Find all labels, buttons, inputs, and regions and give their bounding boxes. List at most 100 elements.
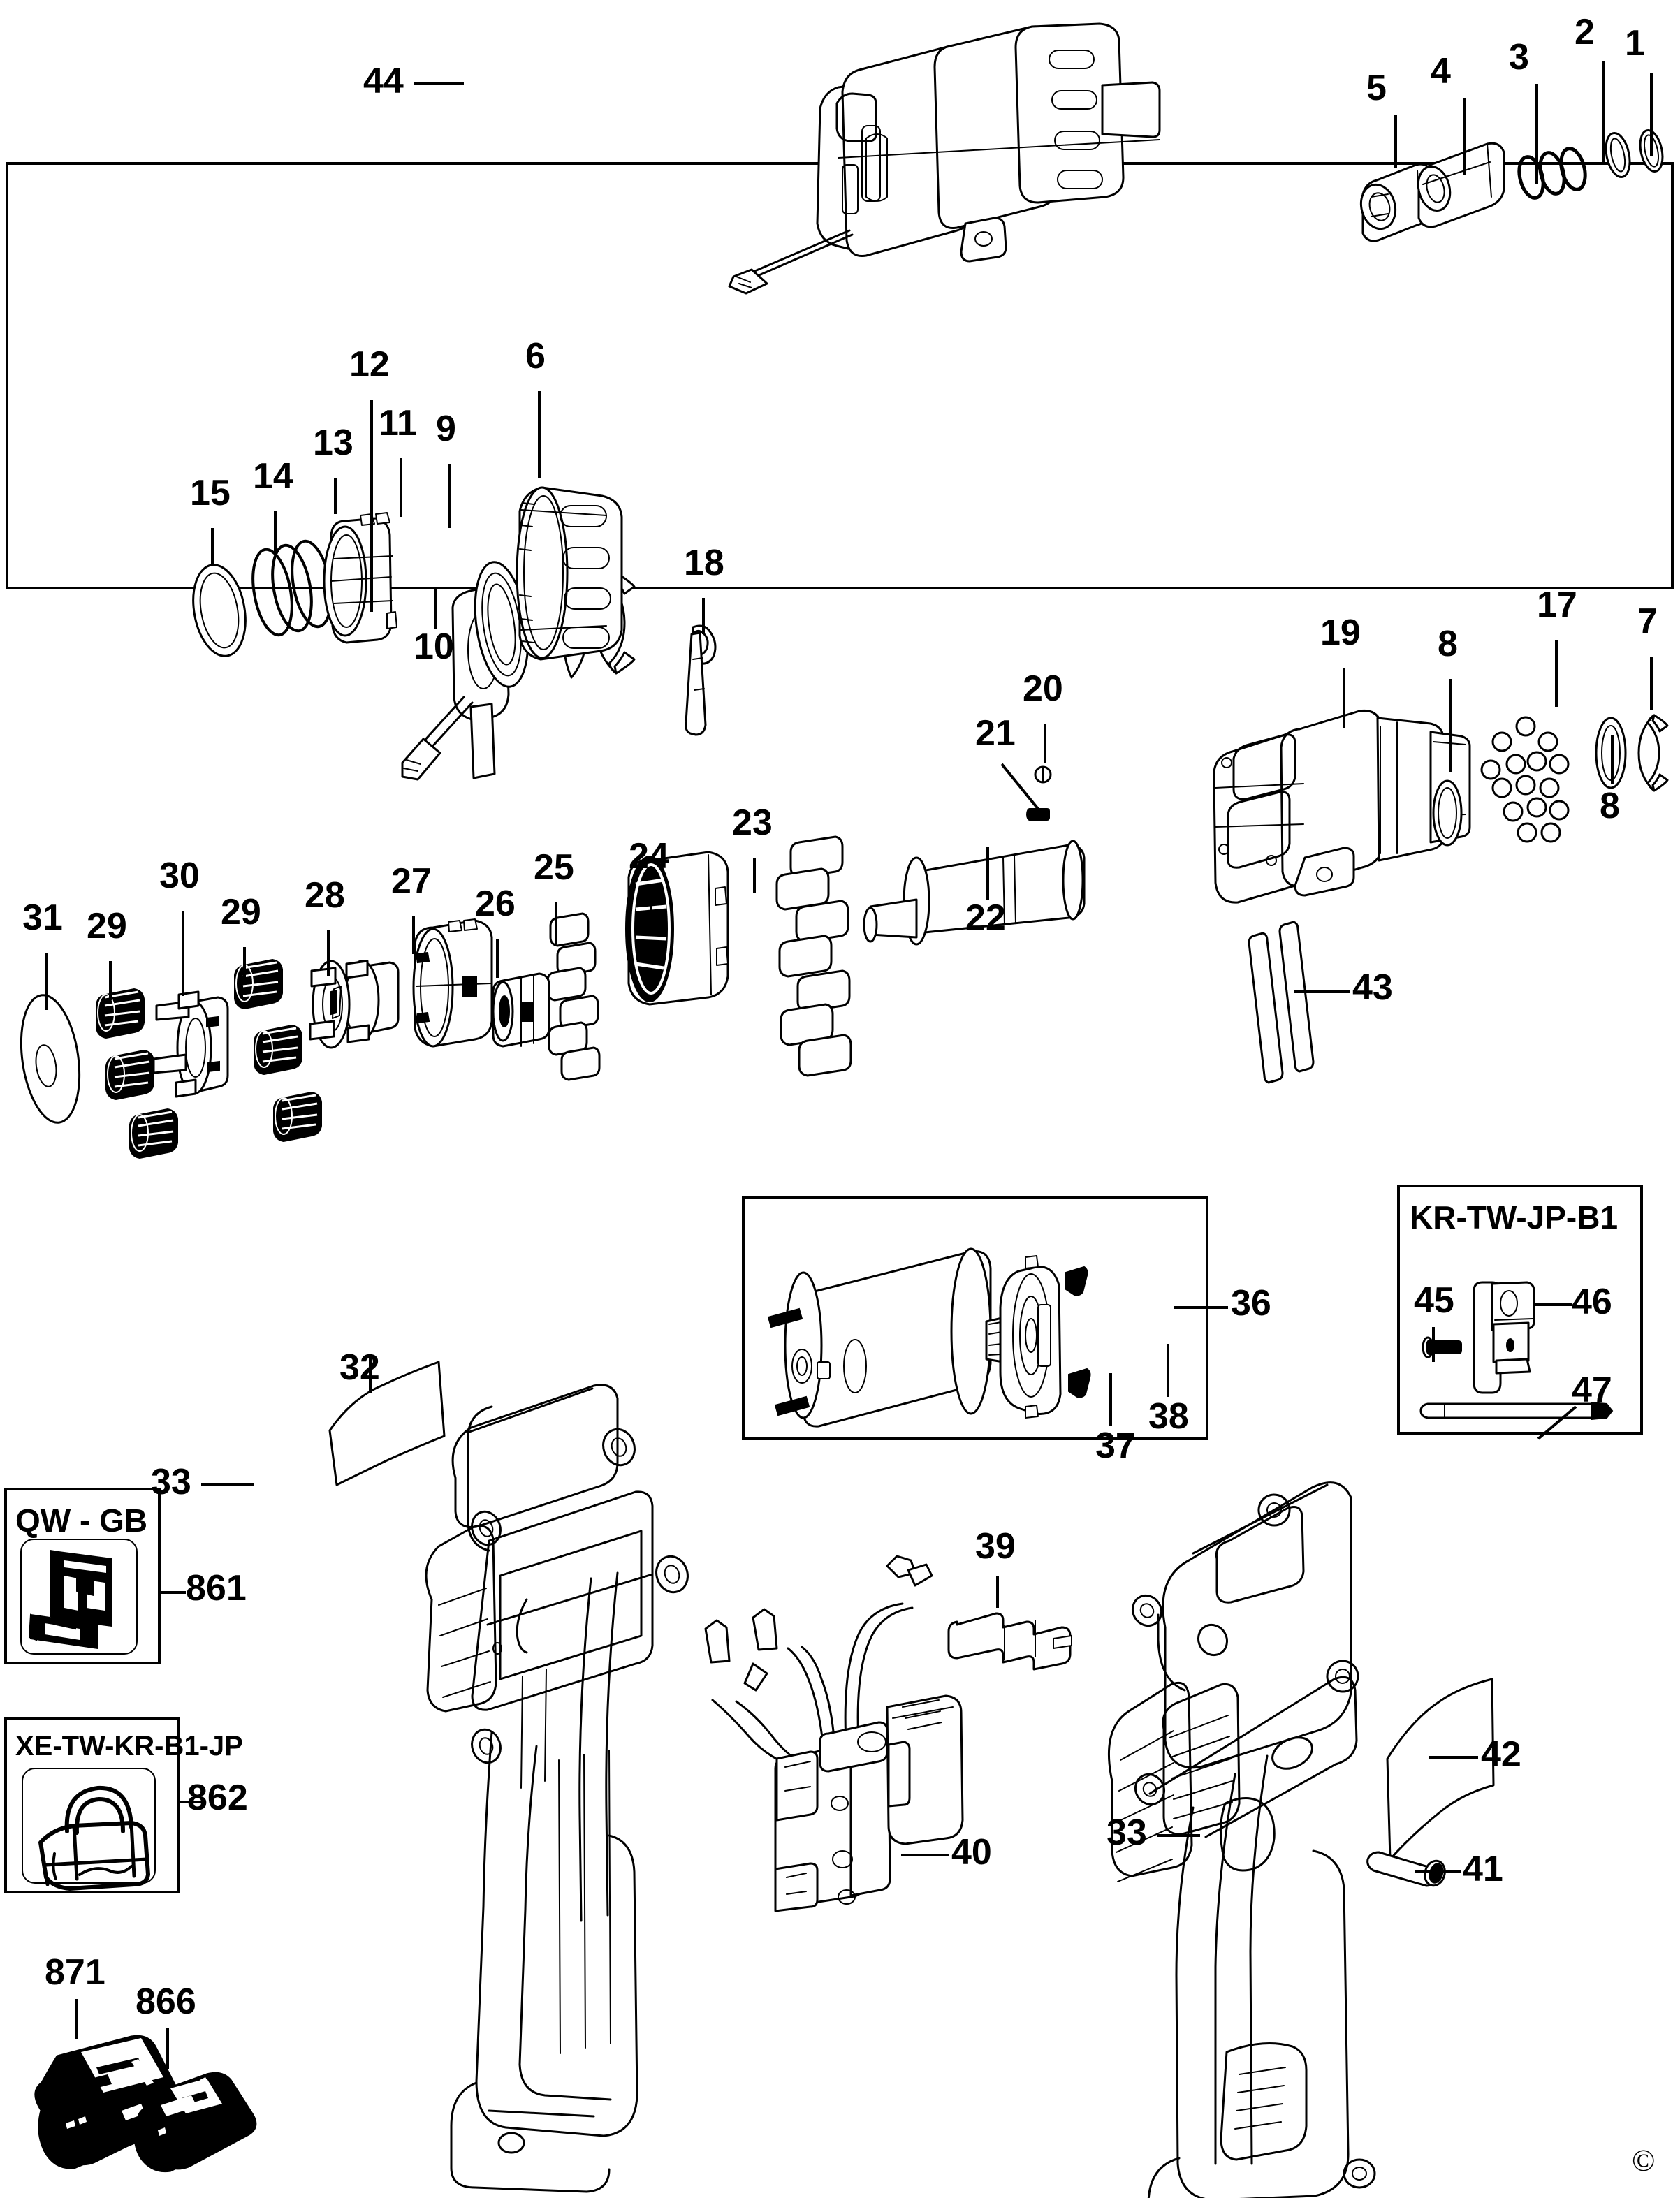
- part-861-carrying-case: [17, 1535, 143, 1660]
- leader-38: [1167, 1344, 1169, 1397]
- part-11-hammer-case-ring: [461, 556, 545, 696]
- callout-38: 38: [1148, 1396, 1189, 1437]
- part-13-clutch-collar: [306, 508, 411, 648]
- part-36-motor-assembly: [761, 1229, 1181, 1432]
- callout-23: 23: [732, 803, 773, 843]
- part-19-gear-housing: [1188, 698, 1495, 908]
- leader-871: [75, 1999, 78, 2039]
- callout-11: 11: [379, 403, 417, 444]
- callout-7: 7: [1637, 601, 1658, 642]
- part-862-tool-bag: [18, 1764, 161, 1891]
- part-22-anvil-spindle: [859, 827, 1111, 967]
- part-33-housing-half-right: [1090, 1460, 1467, 2198]
- leader-18: [702, 598, 705, 634]
- callout-14: 14: [253, 456, 293, 497]
- bag-box: [4, 1717, 180, 1893]
- part-40-trigger-switch-assembly: [699, 1555, 1090, 1912]
- kitbox-box: [4, 1488, 161, 1664]
- part-5-chuck-collar: [1359, 152, 1449, 243]
- leader-37: [1109, 1373, 1112, 1426]
- leader-8-rear: [1611, 735, 1614, 784]
- belt-hook-box-label: KR-TW-JP-B1: [1410, 1199, 1619, 1236]
- motor-box: [742, 1196, 1208, 1440]
- part-25-needle-roller-set: [536, 912, 620, 1081]
- callout-20: 20: [1023, 668, 1063, 709]
- callout-36: 36: [1231, 1283, 1271, 1324]
- part-6-gear-case-cover: [482, 482, 636, 664]
- leader-27: [412, 916, 415, 954]
- part-20-steel-ball: [1032, 764, 1053, 785]
- leader-6: [538, 391, 541, 478]
- callout-28: 28: [305, 875, 345, 916]
- leader-36: [1174, 1306, 1228, 1309]
- part-17-ball-bearing-set: [1480, 712, 1579, 859]
- leader-42: [1429, 1756, 1478, 1759]
- leader-15: [211, 528, 214, 564]
- leader-866: [166, 2028, 169, 2069]
- leader-33-right: [1157, 1834, 1200, 1837]
- callout-32: 32: [339, 1347, 380, 1388]
- leader-12: [370, 400, 373, 612]
- part-15-washer-large: [183, 559, 260, 664]
- leader-46: [1533, 1303, 1572, 1306]
- part-18-spring-clip: [672, 622, 735, 747]
- leader-20: [1044, 724, 1046, 763]
- leader-40: [901, 1854, 949, 1856]
- callout-13: 13: [313, 423, 353, 463]
- callout-8-front: 8: [1438, 624, 1458, 664]
- callout-40: 40: [951, 1832, 992, 1873]
- leader-28: [327, 930, 330, 976]
- callout-33-right: 33: [1106, 1812, 1147, 1853]
- leader-24: [650, 891, 652, 922]
- part-7-snap-ring: [1630, 711, 1674, 795]
- part-30-planet-carrier: [148, 983, 246, 1116]
- leader-17: [1555, 640, 1558, 707]
- leader-44: [414, 82, 464, 85]
- part-29-planet-gear-e: [247, 1021, 310, 1077]
- callout-9: 9: [436, 409, 456, 449]
- part-1-retaining-ring-thin: [1633, 120, 1674, 180]
- part-46-belt-hook: [1466, 1278, 1542, 1404]
- callout-18: 18: [684, 543, 724, 583]
- callout-5: 5: [1366, 68, 1387, 108]
- callout-861: 861: [186, 1568, 247, 1609]
- part-27-ring-gear-housing: [390, 916, 509, 1056]
- callout-29-left: 29: [87, 906, 127, 946]
- part-3-compression-spring: [1517, 137, 1594, 214]
- kitbox-box-label: QW - GB: [15, 1502, 148, 1539]
- callout-21: 21: [975, 713, 1016, 754]
- callout-19: 19: [1320, 613, 1361, 653]
- callout-15: 15: [190, 473, 231, 513]
- leader-30: [182, 911, 184, 996]
- leader-23: [753, 858, 756, 893]
- part-14-clutch-spring: [246, 531, 351, 650]
- leader-7: [1650, 657, 1653, 710]
- leader-41: [1415, 1870, 1461, 1873]
- callout-17: 17: [1537, 585, 1577, 625]
- leader-29-left: [109, 961, 112, 1000]
- callout-42: 42: [1481, 1734, 1521, 1775]
- bag-box-label: XE-TW-KR-B1-JP: [15, 1731, 243, 1761]
- callout-25: 25: [534, 847, 574, 888]
- callout-862: 862: [187, 1778, 248, 1818]
- callout-27: 27: [391, 861, 432, 902]
- callout-26: 26: [475, 884, 516, 924]
- callout-30: 30: [159, 856, 200, 896]
- leader-10: [434, 587, 437, 629]
- callout-22: 22: [965, 897, 1006, 938]
- leader-861: [161, 1591, 186, 1594]
- leader-2: [1602, 61, 1605, 162]
- leader-3: [1535, 84, 1538, 184]
- part-26-pinion-gear: [482, 969, 559, 1053]
- callout-6: 6: [525, 336, 546, 376]
- leader-25: [555, 902, 557, 944]
- part-29-planet-gear-b: [99, 1046, 162, 1102]
- leader-22: [986, 847, 989, 900]
- leader-13: [334, 478, 337, 514]
- leader-39: [996, 1576, 999, 1608]
- leader-1: [1650, 73, 1653, 156]
- part-29-planet-gear-c: [123, 1105, 186, 1161]
- callout-43: 43: [1352, 967, 1393, 1008]
- callout-31: 31: [22, 897, 63, 938]
